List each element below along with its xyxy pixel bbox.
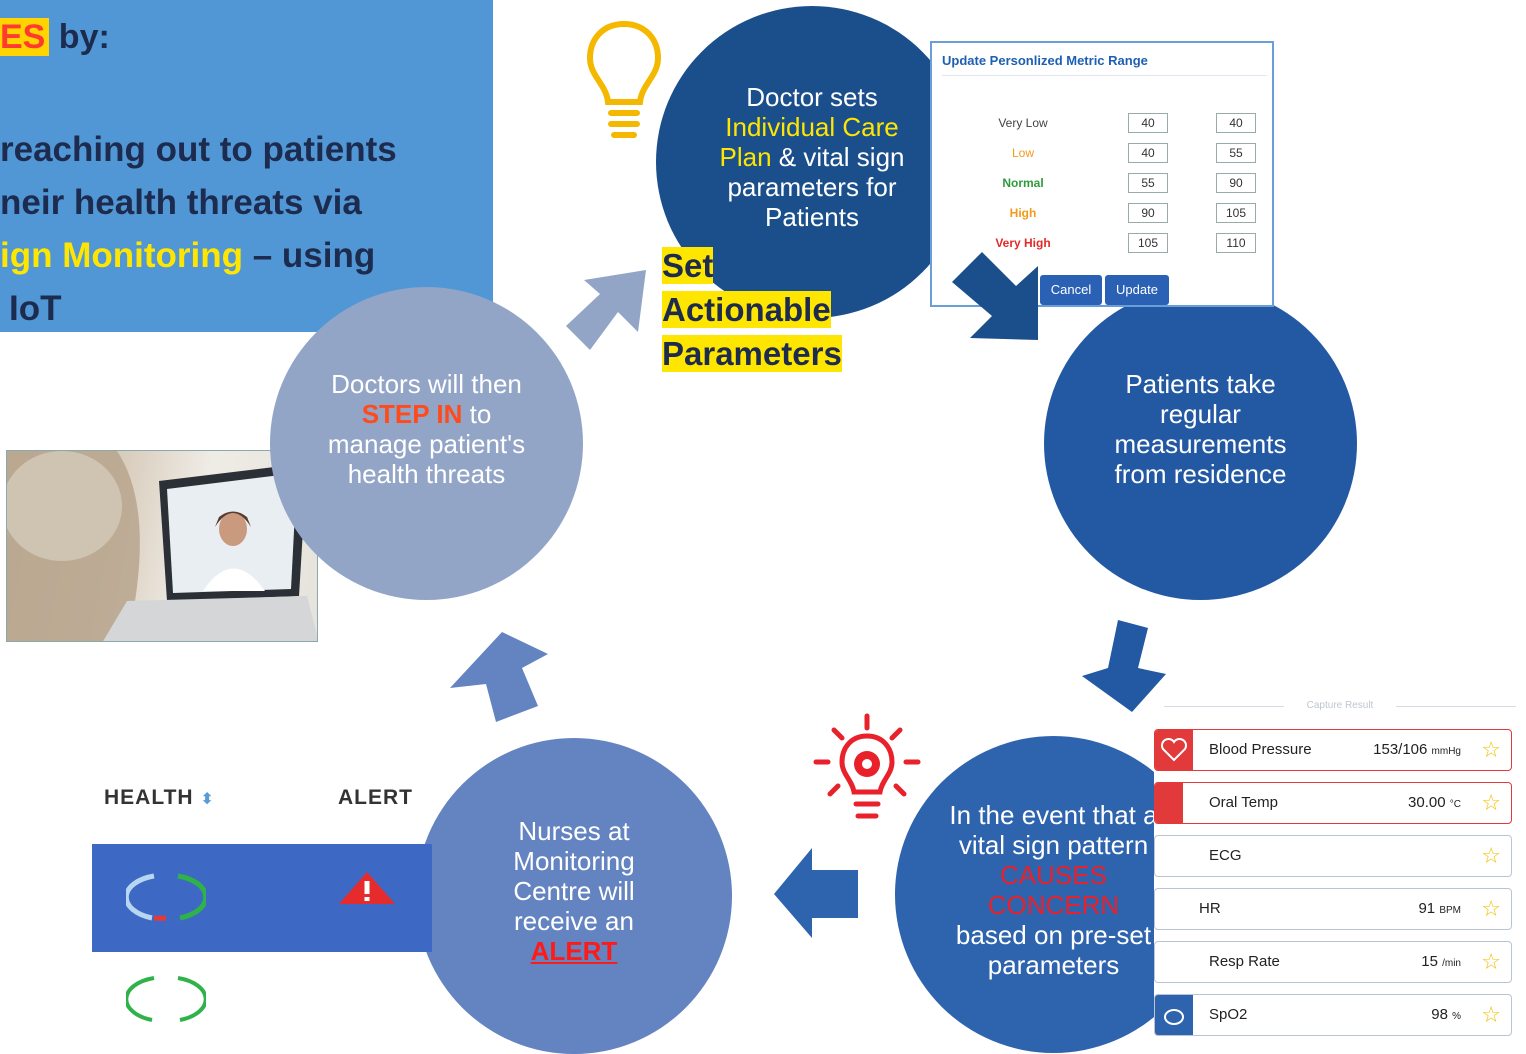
star-icon[interactable]: ☆ bbox=[1481, 843, 1501, 868]
capture-heading: Capture Result bbox=[1154, 700, 1526, 711]
capture-result-card: Capture Result Blood Pressure 153/106 mm… bbox=[1154, 690, 1526, 1052]
step-nurses-alert: Nurses at Monitoring Centre will receive… bbox=[416, 738, 732, 1054]
metric-name: HR bbox=[1199, 900, 1221, 917]
health-ring-icon bbox=[126, 873, 206, 921]
metric-min-input[interactable]: 55 bbox=[1128, 173, 1168, 193]
star-icon[interactable]: ☆ bbox=[1481, 1002, 1501, 1027]
metric-name: Blood Pressure bbox=[1209, 741, 1312, 758]
health-column-header[interactable]: HEALTH ⬍ bbox=[104, 786, 215, 809]
metric-min-input[interactable]: 105 bbox=[1128, 233, 1168, 253]
banner-body: reaching out to patients neir health thr… bbox=[0, 130, 397, 328]
metric-max-input[interactable]: 90 bbox=[1216, 173, 1256, 193]
metric-min-input[interactable]: 90 bbox=[1128, 203, 1168, 223]
metric-max-input[interactable]: 110 bbox=[1216, 233, 1256, 253]
metric-name: ECG bbox=[1209, 847, 1242, 864]
star-icon[interactable]: ☆ bbox=[1481, 790, 1501, 815]
alert-column-header: ALERT bbox=[338, 786, 413, 809]
arrow-up-left bbox=[450, 632, 548, 722]
metric-max-input[interactable]: 55 bbox=[1216, 143, 1256, 163]
list-item[interactable]: Oral Temp 30.00 °C ☆ bbox=[1154, 782, 1512, 824]
list-item[interactable]: ECG ☆ bbox=[1154, 835, 1512, 877]
metric-name: Oral Temp bbox=[1209, 794, 1278, 811]
step-doctor-sets-plan: Doctor sets Individual Care Plan & vital… bbox=[656, 6, 968, 318]
metric-min-input[interactable]: 40 bbox=[1128, 113, 1168, 133]
metric-range-panel: Update Personlized Metric Range Very Low… bbox=[930, 41, 1274, 307]
lightbulb-icon bbox=[586, 20, 662, 138]
step-patients-measure: Patients take regular measurements from … bbox=[1044, 287, 1357, 600]
star-icon[interactable]: ☆ bbox=[1481, 737, 1501, 762]
gear-lightbulb-icon bbox=[813, 713, 921, 819]
arrow-up-right bbox=[566, 270, 646, 350]
warning-icon bbox=[339, 872, 395, 904]
list-item[interactable]: Resp Rate 15 /min ☆ bbox=[1154, 941, 1512, 983]
metric-max-input[interactable]: 105 bbox=[1216, 203, 1256, 223]
thermometer-icon bbox=[1155, 783, 1183, 823]
list-item[interactable]: HR 91 BPM ☆ bbox=[1154, 888, 1512, 930]
metric-min-input[interactable]: 40 bbox=[1128, 143, 1168, 163]
star-icon[interactable]: ☆ bbox=[1481, 949, 1501, 974]
metric-row: Very High 105 110 bbox=[932, 233, 1276, 255]
metric-value: 15 /min bbox=[1421, 953, 1461, 970]
intro-banner: ES by: reaching out to patients neir hea… bbox=[0, 0, 493, 332]
sort-icon[interactable]: ⬍ bbox=[200, 791, 215, 808]
telehealth-photo-illustration bbox=[7, 451, 317, 641]
arrow-down bbox=[1082, 620, 1166, 712]
metric-value: 98 % bbox=[1431, 1006, 1461, 1023]
metric-max-input[interactable]: 40 bbox=[1216, 113, 1256, 133]
metric-label: High bbox=[1009, 206, 1037, 220]
metric-value: 153/106 mmHg bbox=[1373, 741, 1461, 758]
metric-label: Very High bbox=[995, 236, 1051, 250]
pulse-oximeter-icon bbox=[1155, 995, 1193, 1035]
metric-row: High 90 105 bbox=[932, 203, 1276, 225]
metric-row: Low 40 55 bbox=[932, 143, 1276, 165]
metric-value: 91 BPM bbox=[1418, 900, 1461, 917]
metric-label: Normal bbox=[1002, 176, 1044, 190]
cancel-button[interactable]: Cancel bbox=[1040, 275, 1102, 305]
metric-label: Low bbox=[1011, 146, 1034, 160]
divider bbox=[942, 75, 1267, 76]
arrow-down-right bbox=[952, 252, 1038, 340]
metric-label: Very Low bbox=[998, 116, 1048, 130]
metric-value: 30.00 °C bbox=[1408, 794, 1461, 811]
metric-name: Resp Rate bbox=[1209, 953, 1280, 970]
list-item[interactable]: Blood Pressure 153/106 mmHg ☆ bbox=[1154, 729, 1512, 771]
step-doctors-step-in: Doctors will then STEP IN to manage pati… bbox=[270, 287, 583, 600]
metric-name: SpO2 bbox=[1209, 1006, 1248, 1023]
metric-row: Normal 55 90 bbox=[932, 173, 1276, 195]
star-icon[interactable]: ☆ bbox=[1481, 896, 1501, 921]
banner-title: ES by: bbox=[0, 18, 110, 56]
panel-title: Update Personlized Metric Range bbox=[942, 53, 1148, 68]
health-ring-icon bbox=[126, 976, 206, 1022]
metric-row: Very Low 40 40 bbox=[932, 113, 1276, 135]
arrow-left bbox=[774, 848, 858, 938]
telehealth-photo bbox=[6, 450, 318, 642]
update-button[interactable]: Update bbox=[1105, 275, 1169, 305]
heart-icon bbox=[1155, 730, 1193, 770]
list-item[interactable]: SpO2 98 % ☆ bbox=[1154, 994, 1512, 1036]
set-actionable-parameters-label: Set Actionable Parameters bbox=[662, 247, 842, 372]
